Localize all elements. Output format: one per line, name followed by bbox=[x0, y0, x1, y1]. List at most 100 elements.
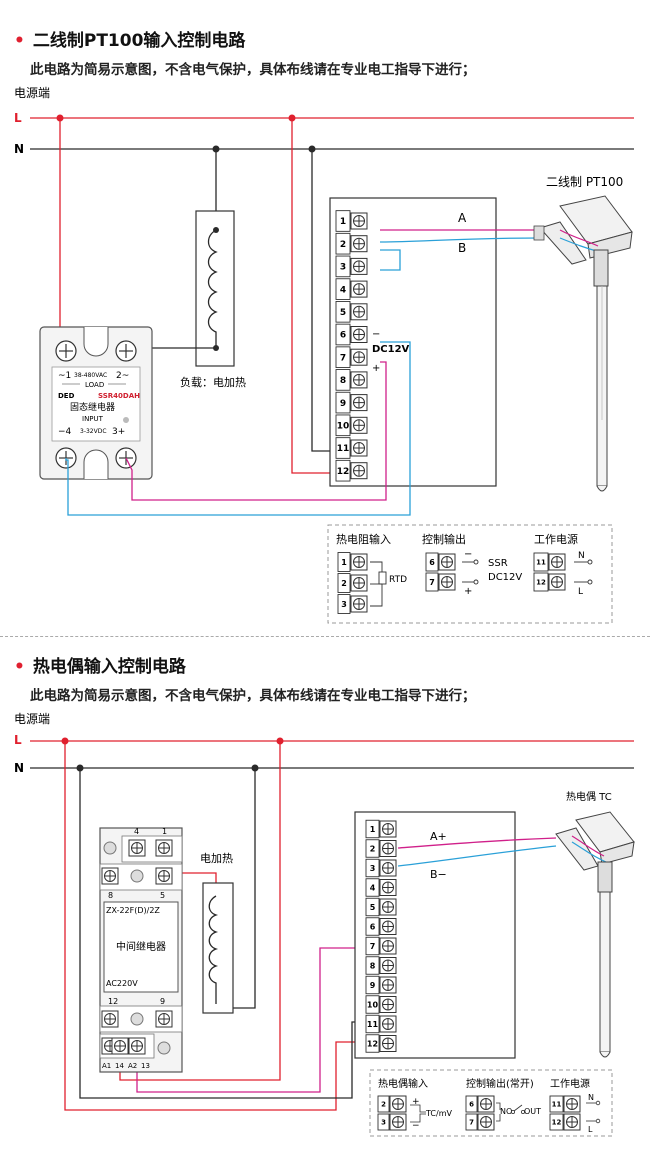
s2-wire-B: B− bbox=[430, 868, 447, 881]
s1-legend-pow-number-12: 12 bbox=[536, 579, 546, 587]
s2-power-label: 电源端 bbox=[14, 712, 50, 726]
s2-terminal-cell-8 bbox=[365, 956, 380, 975]
s1-terminal-screw-12 bbox=[350, 462, 368, 480]
s1-terminal-cell-5 bbox=[335, 301, 351, 323]
s1-legend-rtd-number-3: 3 bbox=[341, 600, 347, 609]
s2-terminal-cell-11 bbox=[365, 1014, 380, 1034]
relay-pin4: 4 bbox=[134, 827, 139, 836]
s2-legend-minus: − bbox=[412, 1121, 420, 1131]
s2-terminal-cell-10 bbox=[365, 995, 380, 1014]
relay-pin5: 5 bbox=[160, 891, 165, 900]
relay-a2: A2 bbox=[128, 1062, 137, 1070]
s1-terminal-cell-1 bbox=[335, 210, 351, 232]
s2-terminal-cell-2 bbox=[365, 839, 380, 858]
s2-terminal-screw-11 bbox=[379, 1015, 397, 1033]
section1-title: •二线制PT100输入控制电路 bbox=[14, 31, 246, 51]
s2-terminal-number-9: 9 bbox=[370, 981, 376, 990]
s1-terminal-screw-6 bbox=[350, 326, 368, 343]
s1-terminal-number-7: 7 bbox=[340, 353, 346, 363]
s2-legend-L: L bbox=[588, 1125, 593, 1134]
s1-terminal-cell-8 bbox=[335, 369, 351, 391]
relay-a1: A1 bbox=[102, 1062, 111, 1070]
s2-terminal-screw-1 bbox=[379, 820, 397, 838]
s1-legend-rtd-number-2: 2 bbox=[341, 579, 347, 588]
s1-terminal-cell-2 bbox=[335, 232, 351, 255]
s2-legend-N: N bbox=[588, 1093, 594, 1102]
s1-terminal-number-9: 9 bbox=[340, 399, 346, 409]
s2-legend-tc-screw-2 bbox=[389, 1095, 407, 1113]
relay-pin12: 12 bbox=[108, 997, 118, 1006]
s2-terminal-number-5: 5 bbox=[370, 903, 376, 912]
s1-legend-ctrl-screw-7 bbox=[438, 573, 456, 591]
s1-legend-rtd-cell-2 bbox=[337, 573, 351, 593]
s2-terminal-screw-4 bbox=[379, 879, 397, 896]
s1-terminal-cell-9 bbox=[335, 391, 351, 414]
s1-legend-ctrl-number-6: 6 bbox=[429, 558, 435, 567]
relay-pin9: 9 bbox=[160, 997, 165, 1006]
relay-coil: AC220V bbox=[106, 979, 138, 988]
s1-legend-ctrl-cell-7 bbox=[425, 572, 439, 592]
s1-dc-plus: + bbox=[372, 363, 380, 374]
ssr-t4: −4 bbox=[58, 427, 72, 437]
s1-legend-pow-cell-12 bbox=[533, 572, 549, 592]
s2-terminal-number-3: 3 bbox=[370, 864, 376, 873]
s2-terminal-cell-1 bbox=[365, 819, 380, 839]
s2-terminal-number-2: 2 bbox=[370, 844, 376, 853]
s1-legend-N: N bbox=[578, 551, 585, 561]
s1-terminal-number-10: 10 bbox=[337, 422, 350, 432]
s1-heater-box bbox=[195, 210, 235, 367]
s1-sensor-label: 二线制 PT100 bbox=[546, 175, 623, 189]
s2-legend-tc-cell-2 bbox=[377, 1095, 390, 1113]
s1-legend-pow-screw-12 bbox=[548, 573, 566, 591]
s2-terminal-number-10: 10 bbox=[367, 1000, 379, 1009]
s2-legend-ctrl-screw-7 bbox=[477, 1113, 495, 1131]
s1-terminal-cell-11 bbox=[335, 437, 351, 459]
s2-legend-ctrl-cell-6 bbox=[465, 1095, 478, 1113]
section2-diagram: 电源端 L N 电加热 4 1 bbox=[14, 712, 635, 1137]
s1-legend-pow-number-11: 11 bbox=[536, 559, 546, 567]
section1-note: 此电路为简易示意图，不含电气保护，具体布线请在专业电工指导下进行； bbox=[30, 62, 476, 78]
s2-legend-pow-number-12: 12 bbox=[552, 1119, 562, 1127]
s2-legend-ctrl-title: 控制输出(常开) bbox=[466, 1077, 534, 1090]
s2-legend: 热电偶输入 控制输出(常开) 工作电源 23 + − TC/mV 67 NO O… bbox=[369, 1069, 613, 1137]
s1-terminal-number-5: 5 bbox=[340, 308, 346, 318]
s2-legend-tc-label: TC/mV bbox=[425, 1109, 452, 1118]
s1-wire-A: A bbox=[458, 211, 467, 225]
s1-legend: 热电阻输入 控制输出 工作电源 123 RTD 67 − + SSR DC12V… bbox=[327, 524, 613, 624]
s1-legend-rtd-cell-1 bbox=[337, 552, 351, 572]
s2-intermediate-relay: 4 1 8 5 ZX-22F(D)/2Z 中间继电器 AC220V 12 9 bbox=[99, 827, 183, 1073]
s1-legend-ctrl-title: 控制输出 bbox=[422, 532, 466, 546]
s1-legend-rtd-title: 热电阻输入 bbox=[336, 532, 391, 546]
s1-terminal-number-1: 1 bbox=[340, 217, 346, 227]
s1-terminal-cell-4 bbox=[335, 278, 351, 300]
ssr-load: LOAD bbox=[85, 381, 104, 389]
relay-pin1: 1 bbox=[162, 827, 167, 836]
relay-name: 中间继电器 bbox=[116, 940, 166, 953]
s2-terminal-number-11: 11 bbox=[367, 1020, 379, 1029]
s1-terminal-cell-12 bbox=[335, 459, 351, 482]
s2-terminal-number-12: 12 bbox=[367, 1039, 378, 1048]
ssr-model: SSR40DAH bbox=[98, 392, 140, 400]
s1-legend-ssr: SSR bbox=[488, 558, 508, 569]
s1-terminal-screw-7 bbox=[350, 348, 368, 366]
s1-terminal-screw-4 bbox=[350, 280, 368, 298]
s1-dc-minus: − bbox=[372, 329, 380, 340]
s2-terminal-cell-12 bbox=[365, 1034, 380, 1053]
s1-legend-rtd-screw-1 bbox=[350, 553, 368, 571]
s1-load-label: 负载：电加热 bbox=[180, 375, 246, 389]
s1-legend-dc: DC12V bbox=[488, 572, 522, 583]
relay-model: ZX-22F(D)/2Z bbox=[106, 906, 160, 915]
s1-terminal-screw-9 bbox=[350, 394, 368, 412]
s1-power-label: 电源端 bbox=[14, 86, 50, 100]
s1-terminal-screw-3 bbox=[350, 257, 368, 275]
relay-p14: 14 bbox=[115, 1062, 124, 1070]
s2-legend-tc-title: 热电偶输入 bbox=[378, 1077, 428, 1090]
s2-legend-tc-number-2: 2 bbox=[381, 1101, 386, 1109]
s1-terminal-screw-11 bbox=[350, 439, 368, 457]
s2-sensor-label: 热电偶 TC bbox=[566, 790, 612, 803]
s1-legend-rtd-screw-3 bbox=[350, 595, 368, 613]
s2-heater-coil bbox=[208, 895, 219, 1004]
s2-legend-tc-cell-3 bbox=[377, 1113, 390, 1131]
s2-legend-no: NO bbox=[500, 1107, 512, 1116]
